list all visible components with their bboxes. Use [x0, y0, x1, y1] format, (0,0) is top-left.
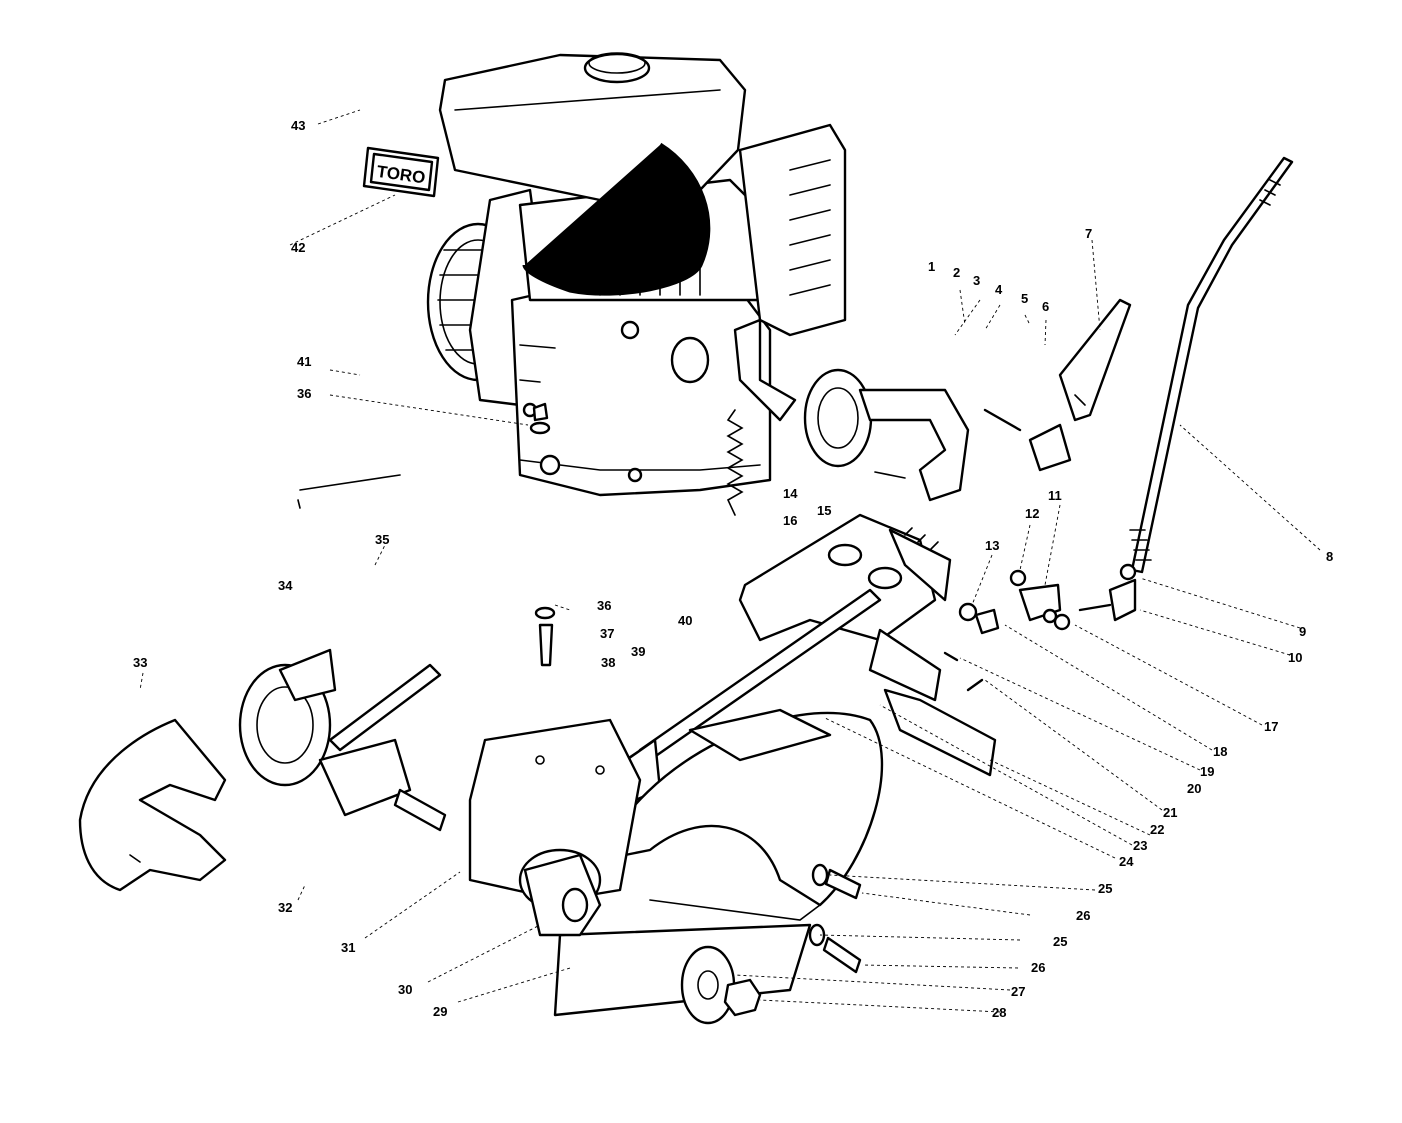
callout-24: 24 [1119, 854, 1134, 869]
toro-decal: TORO [362, 146, 440, 198]
callout-5: 5 [1021, 291, 1028, 306]
callout-23: 23 [1133, 838, 1147, 853]
callout-42: 42 [291, 240, 305, 255]
callout-21: 21 [1163, 805, 1177, 820]
callout-12: 12 [1025, 506, 1039, 521]
auger-shaft [596, 588, 942, 812]
callout-20: 20 [1187, 781, 1201, 796]
input-shaft [318, 663, 447, 832]
cover-plate [883, 688, 997, 777]
callout-9: 9 [1299, 624, 1306, 639]
callout-27: 27 [1011, 984, 1025, 999]
callout-26a: 26 [1076, 908, 1090, 923]
callout-35: 35 [375, 532, 389, 547]
throttle-lever [983, 298, 1132, 472]
callout-labels: 1 2 3 4 5 6 7 8 9 10 11 12 13 14 15 16 1… [133, 118, 1333, 1020]
bolts [808, 863, 862, 974]
callout-32: 32 [278, 900, 292, 915]
callout-38: 38 [601, 655, 615, 670]
shift-bracket [738, 513, 952, 642]
callout-25b: 25 [1053, 934, 1067, 949]
callout-36b: 36 [597, 598, 611, 613]
pulley-cover [78, 718, 227, 892]
callout-33: 33 [133, 655, 147, 670]
callout-40: 40 [678, 613, 692, 628]
callout-36a: 36 [297, 386, 311, 401]
callout-22: 22 [1150, 822, 1164, 837]
left-bolts [529, 402, 556, 667]
auger-housing [598, 708, 884, 921]
callout-39: 39 [631, 644, 645, 659]
callout-34: 34 [278, 578, 293, 593]
callout-37: 37 [600, 626, 614, 641]
callout-17: 17 [1264, 719, 1278, 734]
callout-14: 14 [783, 486, 798, 501]
bearing-housing [523, 853, 602, 937]
leader-lines [139, 109, 1321, 1013]
callout-16: 16 [783, 513, 797, 528]
callout-26b: 26 [1031, 960, 1045, 975]
callout-10: 10 [1288, 650, 1302, 665]
driven-pulley [238, 648, 337, 787]
scraper-blade [553, 923, 812, 1025]
callout-29: 29 [433, 1004, 447, 1019]
shift-rod [1129, 156, 1294, 574]
callout-7: 7 [1085, 226, 1092, 241]
callout-3: 3 [973, 273, 980, 288]
callout-2: 2 [953, 265, 960, 280]
callout-25a: 25 [1098, 881, 1112, 896]
callout-43: 43 [291, 118, 305, 133]
callout-4: 4 [995, 282, 1003, 297]
callout-1: 1 [928, 259, 935, 274]
callout-8: 8 [1326, 549, 1333, 564]
callout-30: 30 [398, 982, 412, 997]
callout-28: 28 [992, 1005, 1006, 1020]
callout-6: 6 [1042, 299, 1049, 314]
callout-18: 18 [1213, 744, 1227, 759]
linkage-hardware [943, 563, 1137, 692]
callout-15: 15 [817, 503, 831, 518]
callout-31: 31 [341, 940, 355, 955]
callout-11: 11 [1048, 488, 1062, 503]
callout-41: 41 [297, 354, 311, 369]
callout-19: 19 [1200, 764, 1214, 779]
engine-assembly [297, 52, 847, 516]
callout-13: 13 [985, 538, 999, 553]
drive-pulley-assembly [803, 368, 970, 502]
